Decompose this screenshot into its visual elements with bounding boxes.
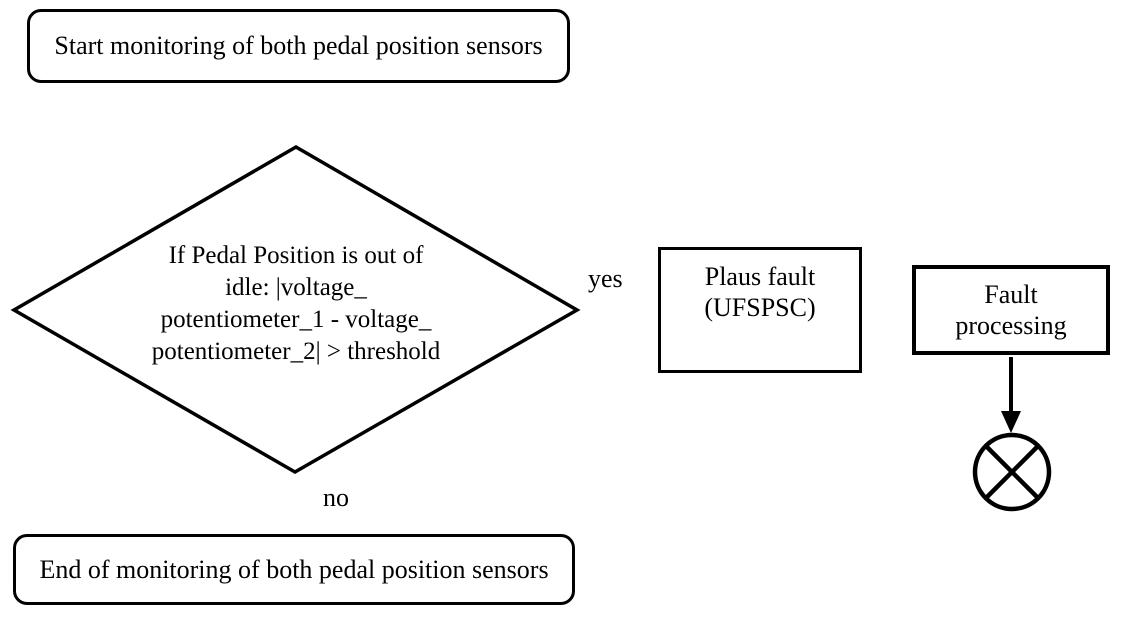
- fault-processing-node: Fault processing: [912, 265, 1110, 355]
- plaus-fault-node: Plaus fault (UFSPSC): [658, 247, 862, 373]
- fault-arrow-head: [1001, 411, 1021, 433]
- crossed-circle-x-line-2: [984, 444, 1040, 500]
- yes-label: yes: [588, 264, 623, 293]
- start-node: Start monitoring of both pedal position …: [27, 9, 570, 83]
- decision-node-label: If Pedal Position is out of idle: |volta…: [151, 242, 441, 365]
- decision-diamond-shape: [10, 144, 581, 475]
- no-label: no: [323, 483, 349, 512]
- end-node: End of monitoring of both pedal position…: [13, 534, 575, 605]
